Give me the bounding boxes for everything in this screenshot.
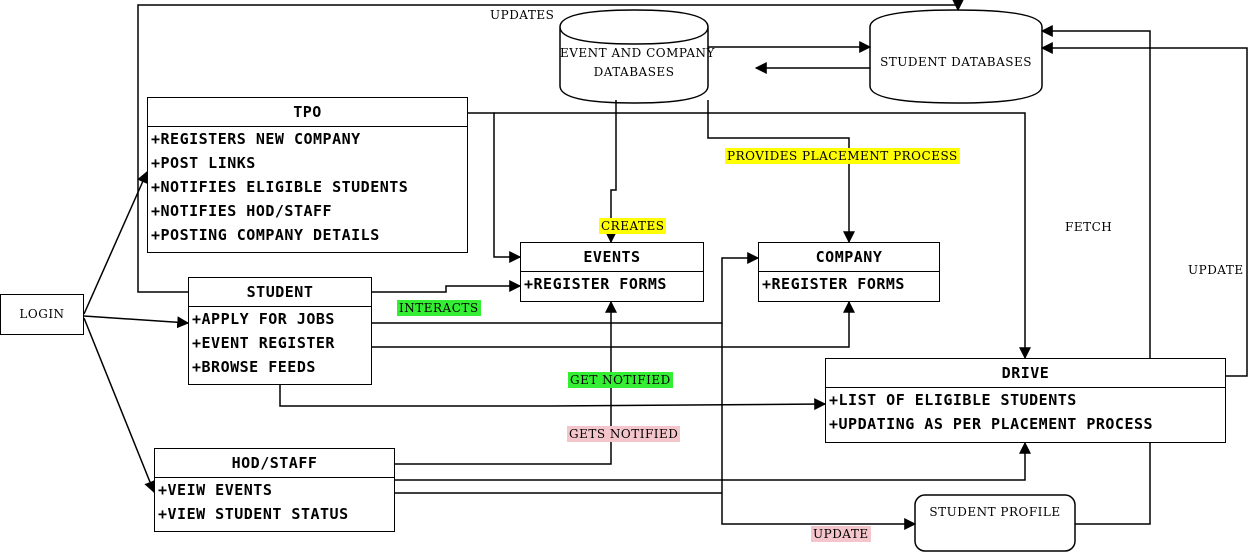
hod-to-drive-arrow bbox=[395, 441, 1031, 481]
db-to-events-arrow bbox=[605, 100, 617, 244]
tpo-box[interactable]: TPO +REGISTERS NEW COMPANY +POST LINKS +… bbox=[147, 97, 468, 253]
drive-title: DRIVE bbox=[826, 359, 1225, 388]
tpo-to-events-arrow bbox=[468, 112, 522, 263]
updates-label: UPDATES bbox=[490, 8, 555, 22]
tpo-item: +NOTIFIES HOD/STAFF bbox=[151, 202, 333, 220]
hod-to-events-arrow bbox=[395, 300, 617, 465]
fetch-label: FETCH bbox=[1065, 220, 1113, 234]
student-box[interactable]: STUDENT +APPLY FOR JOBS +EVENT REGISTER … bbox=[188, 277, 372, 385]
student-item: +APPLY FOR JOBS bbox=[192, 310, 335, 328]
event-company-database-shape bbox=[559, 9, 709, 104]
tpo-item: +POSTING COMPANY DETAILS bbox=[151, 226, 380, 244]
student-to-drive-arrow bbox=[279, 385, 827, 411]
events-item: +REGISTER FORMS bbox=[524, 275, 667, 293]
drive-item: +UPDATING AS PER PLACEMENT PROCESS bbox=[829, 415, 1154, 433]
student-to-events-arrow bbox=[372, 280, 522, 293]
gets-notified-label: GETS NOTIFIED bbox=[567, 426, 681, 442]
login-to-hod-arrow bbox=[83, 317, 156, 494]
event-company-db-line2: DATABASES bbox=[593, 65, 675, 79]
hod-title: HOD/STAFF bbox=[155, 449, 394, 478]
updates-arrow bbox=[137, 0, 964, 293]
events-box[interactable]: EVENTS +REGISTER FORMS bbox=[520, 242, 704, 302]
company-item: +REGISTER FORMS bbox=[762, 275, 905, 293]
login-to-student-arrow bbox=[83, 315, 190, 329]
login-box[interactable]: LOGIN bbox=[0, 294, 84, 335]
drive-to-studentdb-arrow bbox=[1040, 42, 1248, 377]
student-database-shape bbox=[869, 9, 1043, 104]
tpo-item: +REGISTERS NEW COMPANY bbox=[151, 130, 361, 148]
creates-label: CREATES bbox=[599, 218, 667, 234]
tpo-item: +NOTIFIES ELIGIBLE STUDENTS bbox=[151, 178, 409, 196]
provides-label: PROVIDES PLACEMENT PROCESS bbox=[725, 148, 960, 164]
event-company-db-label: EVENT AND COMPANY DATABASES bbox=[560, 44, 715, 82]
student-apply-to-profile-arrow bbox=[721, 323, 917, 530]
student-profile-label: STUDENT PROFILE bbox=[929, 505, 1061, 519]
event-register-to-company-arrow bbox=[372, 300, 855, 348]
hod-item: +VIEW STUDENT STATUS bbox=[158, 505, 349, 523]
login-label: LOGIN bbox=[19, 307, 65, 321]
profile-to-studentdb-arrow bbox=[1040, 25, 1151, 525]
company-box[interactable]: COMPANY +REGISTER FORMS bbox=[758, 242, 940, 302]
drive-item: +LIST OF ELIGIBLE STUDENTS bbox=[829, 391, 1077, 409]
update-bottom-label: UPDATE bbox=[811, 526, 871, 542]
hod-box[interactable]: HOD/STAFF +VEIW EVENTS +VIEW STUDENT STA… bbox=[154, 448, 395, 532]
events-title: EVENTS bbox=[521, 243, 703, 272]
student-db-label: STUDENT DATABASES bbox=[880, 55, 1032, 69]
student-item: +EVENT REGISTER bbox=[192, 334, 335, 352]
login-to-tpo-arrow bbox=[83, 170, 149, 315]
tpo-title: TPO bbox=[148, 98, 467, 127]
update-right-label: UPDATE bbox=[1188, 263, 1244, 277]
hod-item: +VEIW EVENTS bbox=[158, 481, 273, 499]
tpo-to-drive-arrow bbox=[494, 112, 1031, 360]
company-title: COMPANY bbox=[759, 243, 939, 272]
student-profile-shape bbox=[914, 494, 1076, 552]
event-company-db-line1: EVENT AND COMPANY bbox=[560, 46, 715, 60]
student-to-company-arrow bbox=[372, 252, 760, 324]
interacts-label: INTERACTS bbox=[397, 300, 481, 316]
student-item: +BROWSE FEEDS bbox=[192, 358, 316, 376]
student-title: STUDENT bbox=[189, 278, 371, 307]
drive-box[interactable]: DRIVE +LIST OF ELIGIBLE STUDENTS +UPDATI… bbox=[825, 358, 1226, 443]
get-notified-label: GET NOTIFIED bbox=[568, 372, 673, 388]
tpo-item: +POST LINKS bbox=[151, 154, 256, 172]
db-to-company-arrow bbox=[707, 100, 855, 244]
